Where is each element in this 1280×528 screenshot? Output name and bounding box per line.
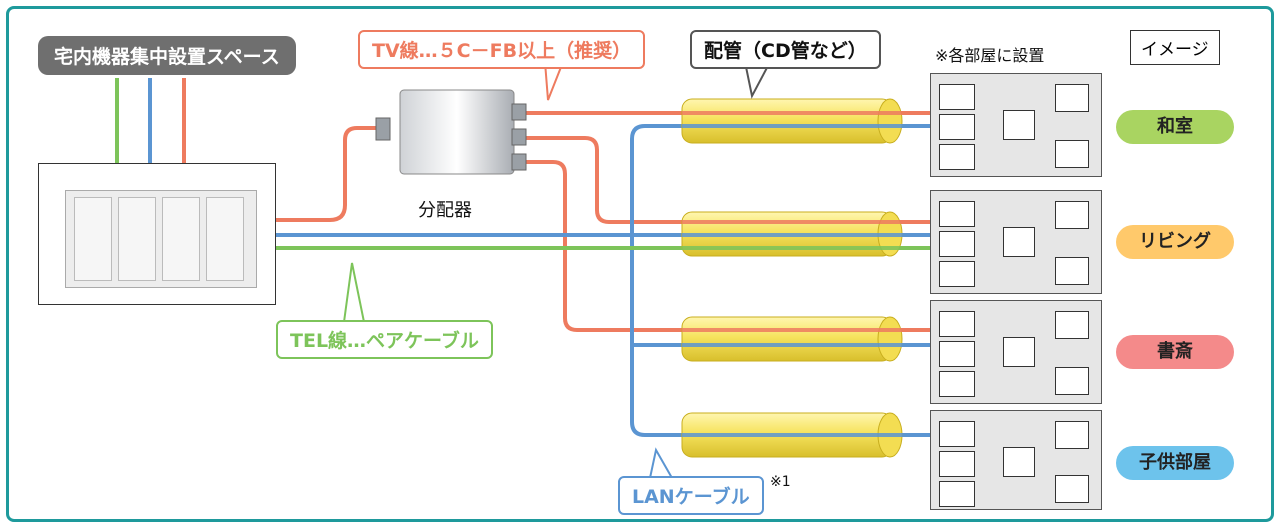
tel-cable-callout: TEL線…ペアケーブル — [276, 320, 493, 359]
tv-jack-icon — [1003, 447, 1035, 477]
tv-feed-line — [272, 126, 386, 222]
splitter-device — [375, 89, 527, 175]
outlet-box-washitsu — [930, 73, 1102, 177]
outlet-icon — [939, 201, 975, 227]
conduit-callout: 配管（CD管など） — [690, 30, 881, 69]
outlet-box-study — [930, 300, 1102, 404]
pipe-callout-pointer — [744, 61, 771, 99]
tv-jack-icon — [1003, 110, 1035, 140]
lan-jack-icon — [1055, 257, 1089, 285]
tv-output-line-2 — [525, 136, 930, 224]
lan-jack-icon — [1055, 367, 1089, 395]
lan-callout-pointer — [649, 447, 673, 479]
tel-module — [162, 197, 200, 281]
tv-jack-icon — [1003, 227, 1035, 257]
tel-jack-icon — [939, 261, 975, 287]
room-label-kids: 子供部屋 — [1116, 446, 1234, 480]
outlet-icon — [939, 451, 975, 477]
install-note: ※各部屋に設置 — [935, 46, 1045, 65]
lan-jack-icon — [1055, 84, 1089, 112]
lan-jack-icon — [1055, 475, 1089, 503]
outlet-icon — [939, 341, 975, 367]
lan-trunk-line — [630, 124, 930, 437]
wall-plate-panel — [65, 190, 257, 288]
lan-jack-icon — [1055, 140, 1089, 168]
tel-jack-icon — [939, 481, 975, 507]
room-label-living: リビング — [1116, 225, 1234, 259]
outlet-icon — [939, 84, 975, 110]
lan-module — [118, 197, 156, 281]
splitter-label: 分配器 — [418, 200, 472, 221]
outlet-box-kids — [930, 410, 1102, 510]
central-wall-plate — [38, 163, 276, 305]
lan-jack-icon — [1055, 421, 1089, 449]
outlet-icon — [939, 311, 975, 337]
outlet-icon — [939, 231, 975, 257]
tv-module — [206, 197, 244, 281]
power-outlet-module — [74, 197, 112, 281]
outlet-icon — [939, 421, 975, 447]
tv-callout-pointer — [544, 61, 564, 101]
conduit-pipe-3 — [681, 316, 903, 362]
lan-jack-icon — [1055, 201, 1089, 229]
tel-jack-icon — [939, 371, 975, 397]
outlet-icon — [939, 114, 975, 140]
lan-footnote: ※1 — [770, 474, 791, 490]
tel-callout-pointer — [343, 262, 365, 323]
room-label-washitsu: 和室 — [1116, 110, 1234, 144]
lan-cable-callout: LANケーブル — [618, 476, 764, 515]
tv-cable-callout: TV線…５C－FB以上（推奨） — [358, 30, 646, 69]
central-space-label: 宅内機器集中設置スペース — [38, 36, 296, 75]
image-label: イメージ — [1130, 30, 1220, 65]
tv-jack-icon — [1003, 337, 1035, 367]
lan-jack-icon — [1055, 311, 1089, 339]
outlet-box-living — [930, 190, 1102, 294]
conduit-pipe-1 — [681, 98, 903, 144]
room-label-study: 書斎 — [1116, 335, 1234, 369]
tel-jack-icon — [939, 144, 975, 170]
